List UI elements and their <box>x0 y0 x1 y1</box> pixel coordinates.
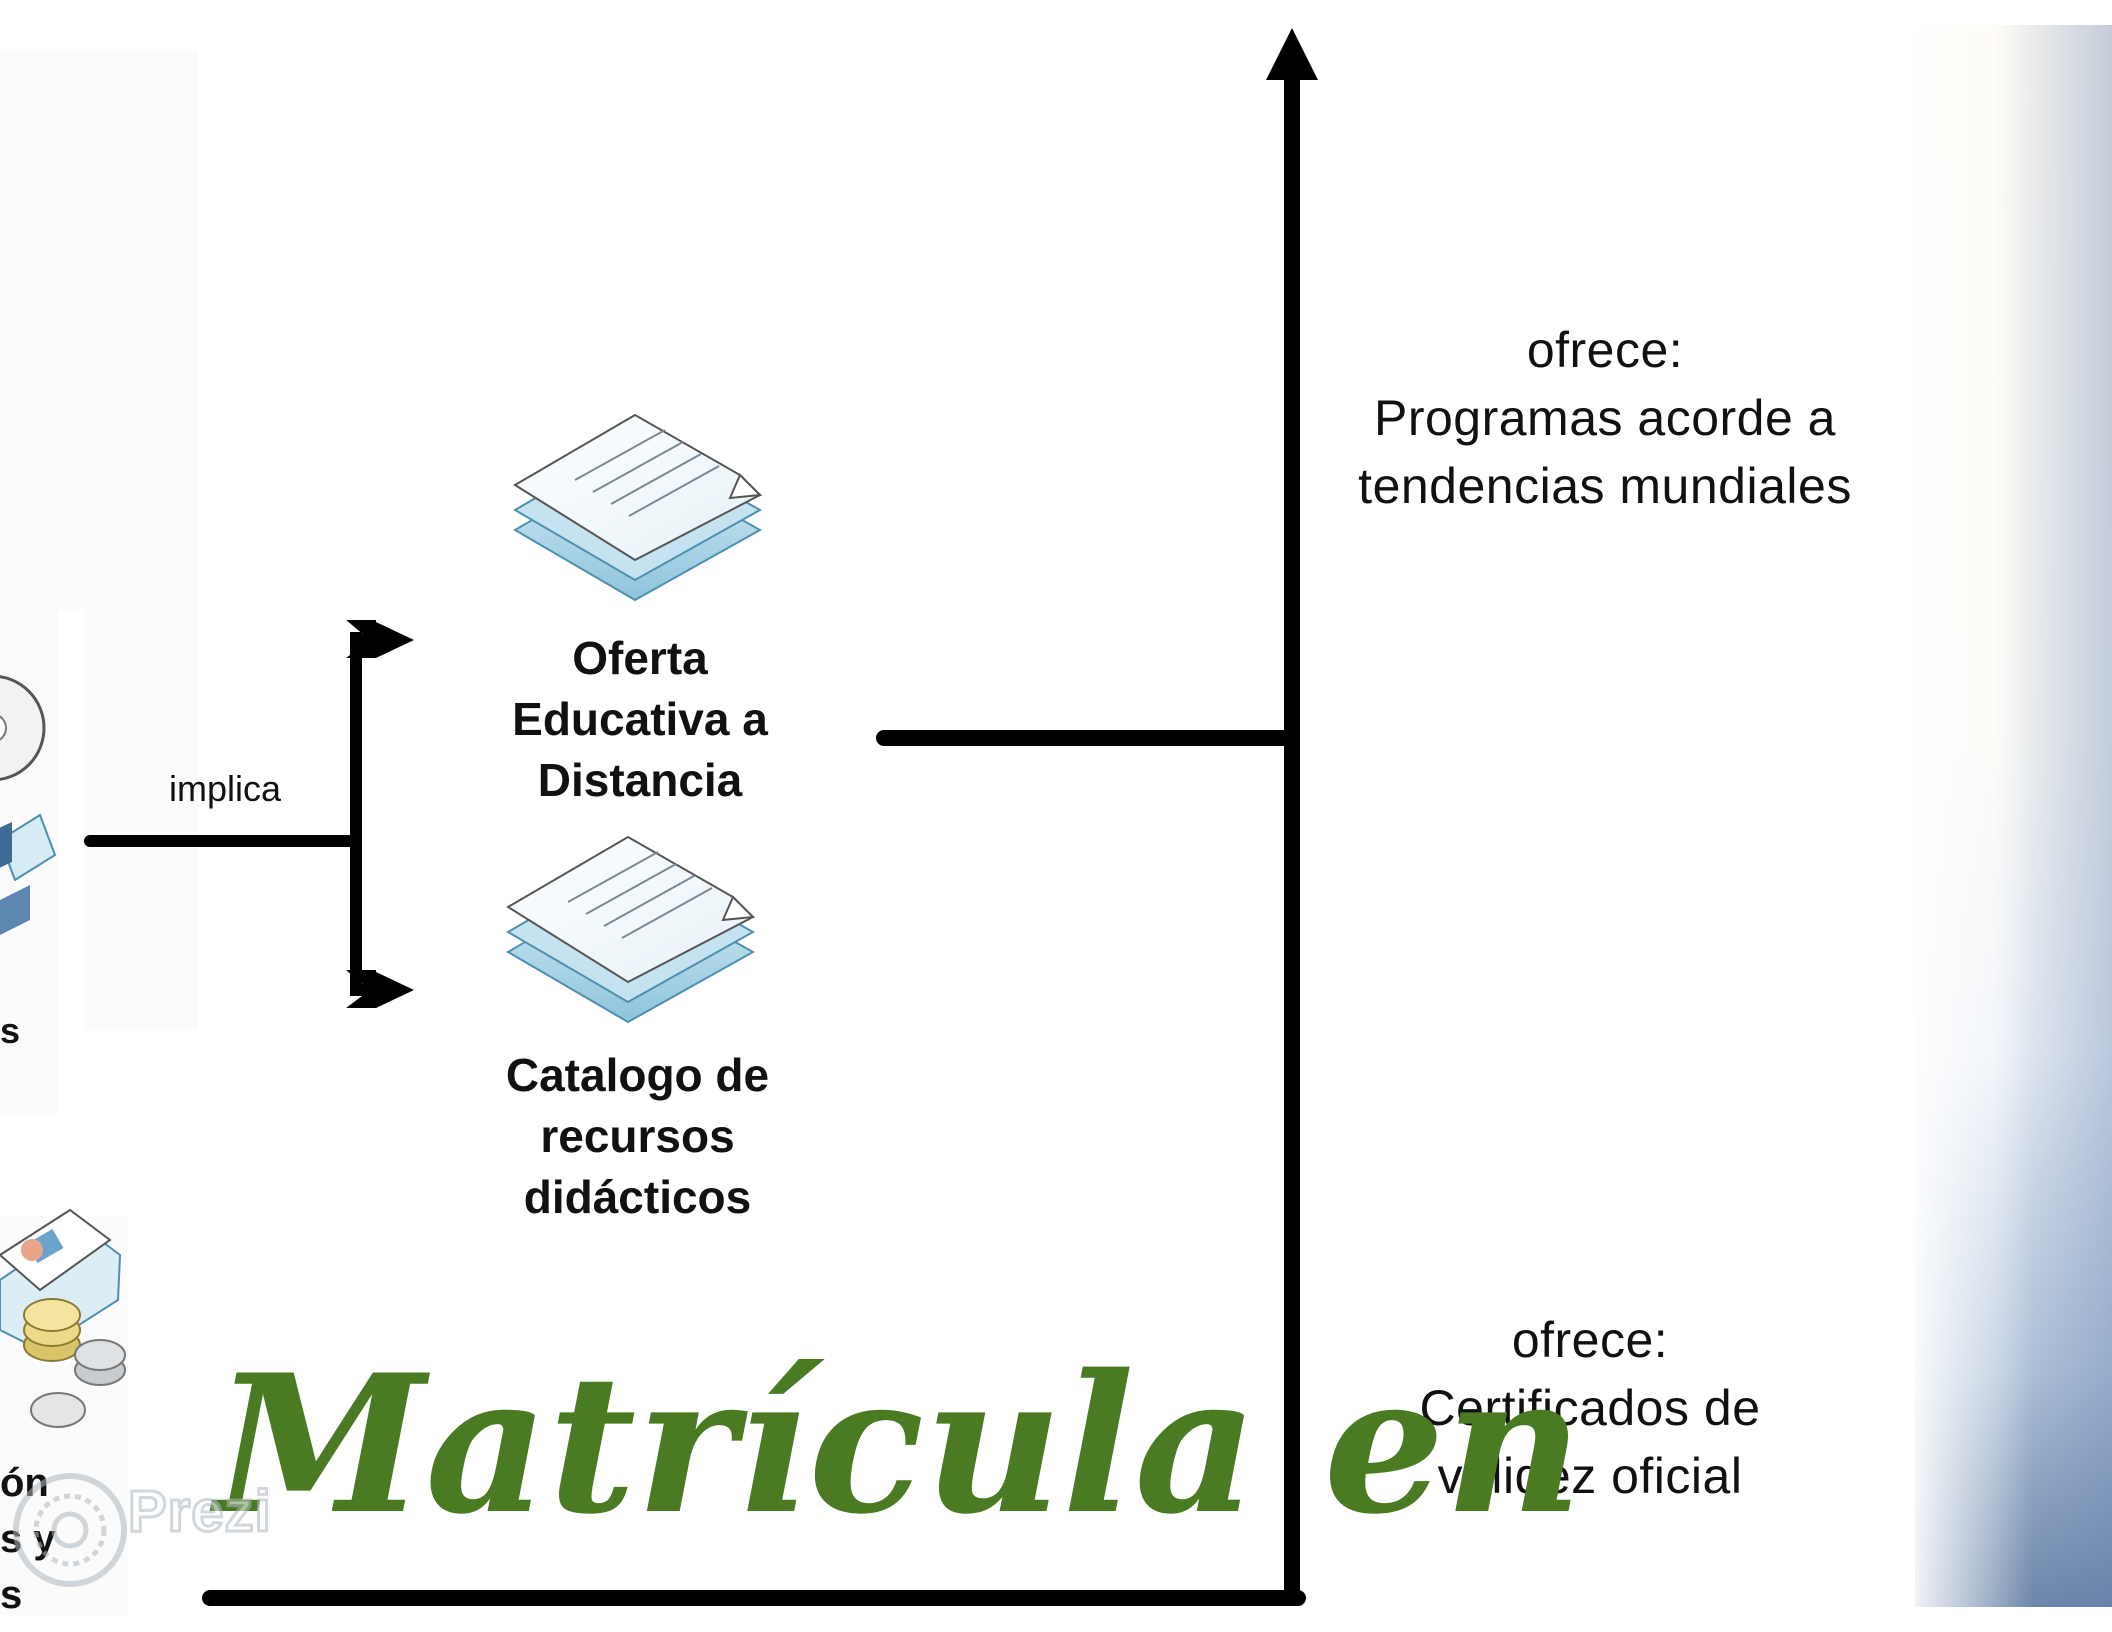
right-background-gradient <box>1915 25 2112 1607</box>
certificados-label: ofrece: Certificados de validez oficial <box>1419 1312 1761 1504</box>
prezi-watermark-label: Prezi <box>127 1478 273 1546</box>
documents-stack-icon <box>514 414 761 601</box>
documents-stack-icon <box>507 836 754 1023</box>
left-panel-lower <box>85 600 198 1030</box>
left-panel-middle <box>0 515 58 1115</box>
catalogo-label: Catalogo de recursos didácticos <box>505 1049 770 1223</box>
title-heading: Matrícula en <box>215 1333 1583 1556</box>
programas-label: ofrece: Programas acorde a tendencias mu… <box>1358 322 1852 514</box>
cd-icon <box>0 675 57 935</box>
certificate-coins-icon <box>0 1208 126 1428</box>
implica-label: implica <box>168 768 282 809</box>
prezi-watermark: Prezi <box>10 1470 273 1590</box>
partial-side-label: s <box>0 1010 21 1051</box>
oferta-label: Oferta Educativa a Distancia <box>512 632 768 806</box>
arrowhead-top <box>346 620 414 658</box>
arrowhead-bottom <box>346 970 414 1008</box>
main-arrowhead <box>1266 28 1318 80</box>
prezi-logo-icon <box>13 1473 127 1587</box>
